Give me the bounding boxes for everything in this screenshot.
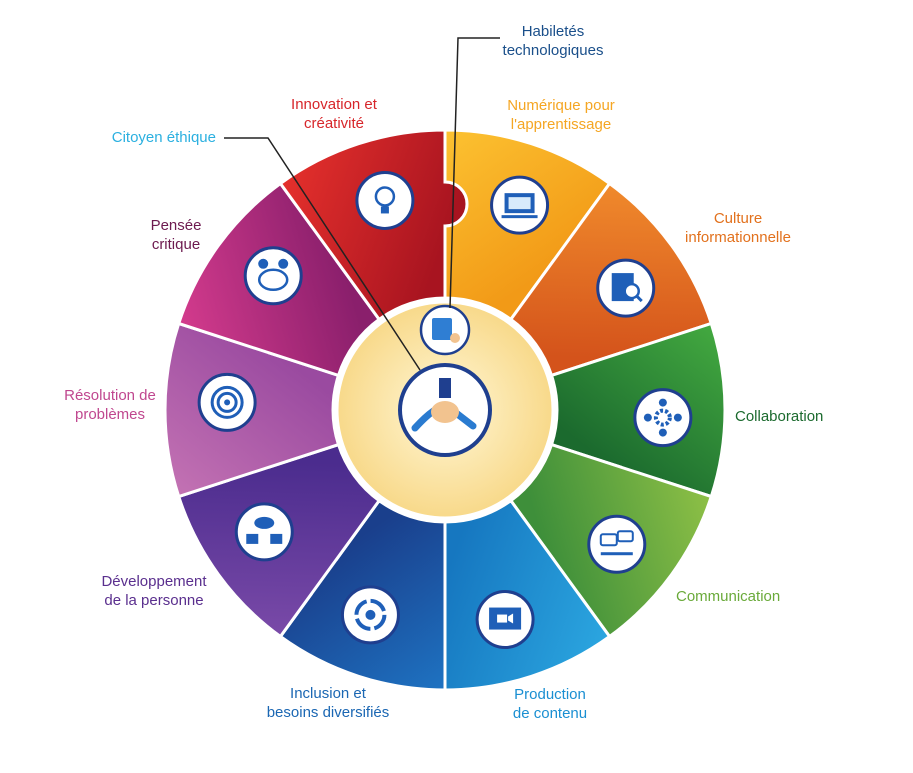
- chat-bubbles-icon: [587, 514, 647, 574]
- puzzle-ring: [163, 128, 727, 692]
- label-collaboration: Collaboration: [735, 408, 824, 425]
- video-screen-icon: [475, 590, 535, 650]
- callout-line-citoyen: [224, 137, 421, 371]
- brain-questions-icon: [243, 246, 303, 306]
- computer-learning-icon: [490, 175, 550, 235]
- callout-lines: [224, 37, 500, 371]
- segment-icons: [197, 170, 693, 650]
- label-communication: Communication: [676, 588, 781, 605]
- lightbulb-icon: [355, 170, 415, 230]
- callout-line-habiletes: [449, 37, 500, 309]
- document-search-icon: [596, 258, 656, 318]
- target-icon: [197, 372, 257, 432]
- cycle-arrows-icon: [340, 585, 400, 645]
- joined-hands-icon: [398, 363, 492, 457]
- label-citoyen-ethique: Citoyen éthique: [111, 129, 216, 146]
- technology-screen-touch-icon: [419, 304, 471, 356]
- cloud-network-icon: [234, 502, 294, 562]
- team-gear-icon: [633, 388, 693, 448]
- center-disc: [335, 300, 555, 520]
